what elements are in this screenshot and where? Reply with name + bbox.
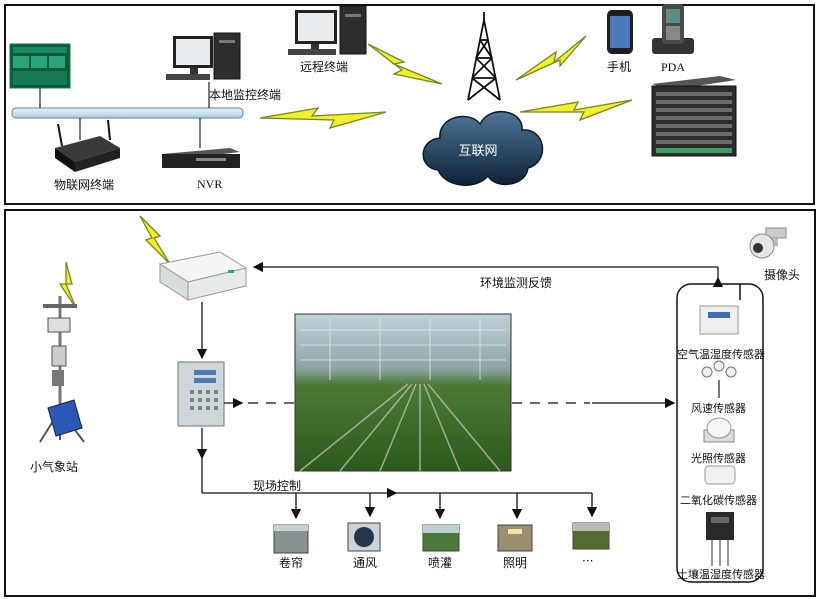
weather-station-icon [39,296,85,443]
pda-icon [652,4,694,54]
co2-sensor-icon [704,465,736,485]
more-thumb [572,522,610,550]
nvr-icon [162,148,240,168]
weather-station-label: 小气象站 [30,460,79,474]
feedback-label: 环境监测反馈 [480,276,553,290]
lighting-thumb [497,524,533,552]
roller-shutter-thumb [273,524,309,554]
actuator-label: 卷帘 [279,556,304,570]
dtu-device-icon [158,251,248,301]
field-panel [4,209,816,597]
control-panel-screen-icon [9,43,71,89]
phone-icon [607,10,633,54]
air-temp-humidity-sensor-icon [699,305,739,335]
sensor-label: 土壤温湿度传感器 [677,568,765,581]
lightning-bolt-icon [58,261,77,309]
greenhouse-photo [294,313,512,472]
wind-speed-sensor-icon [701,360,737,398]
lightning-bolt-icon [367,43,443,85]
nvr-label: NVR [197,177,223,191]
sensor-label: 光照传感器 [691,452,746,465]
ventilation-fan-thumb [347,522,381,552]
sensor-label: 二氧化碳传感器 [680,494,757,507]
iot-terminal-label: 物联网终端 [54,178,115,192]
control-cabinet-icon [177,361,225,427]
sensor-label: 空气温湿度传感器 [677,348,765,361]
actuator-label: 喷灌 [428,556,453,570]
cell-tower-icon [467,12,501,101]
network-bus [11,107,244,119]
sprinkler-thumb [422,524,460,552]
local-pc-icon [166,32,241,80]
lightning-bolt-icon [519,99,633,122]
camera-label: 摄像头 [764,268,801,282]
actuator-label: 照明 [503,556,528,570]
remote-pc-icon [288,5,367,55]
internet-cloud-icon [422,110,544,186]
ptz-camera-icon [749,227,787,259]
internet-label: 互联网 [458,144,497,159]
lightning-bolt-icon [515,35,587,81]
remote-terminal-label: 远程终端 [300,60,349,74]
field-control-label: 现场控制 [253,479,302,493]
actuator-label: ··· [582,554,594,568]
soil-temp-humidity-sensor-icon [706,512,734,566]
actuator-label: 通风 [353,556,378,570]
lightning-bolt-icon [139,215,171,265]
phone-label: 手机 [607,60,632,74]
sensor-label: 风速传感器 [691,402,746,415]
server-rack-icon [651,76,737,157]
pda-label: PDA [661,60,686,74]
local-monitor-label: 本地监控终端 [209,88,282,102]
light-sensor-icon [703,417,735,443]
iot-router-icon [55,119,120,172]
lightning-bolt-icon [259,107,387,130]
